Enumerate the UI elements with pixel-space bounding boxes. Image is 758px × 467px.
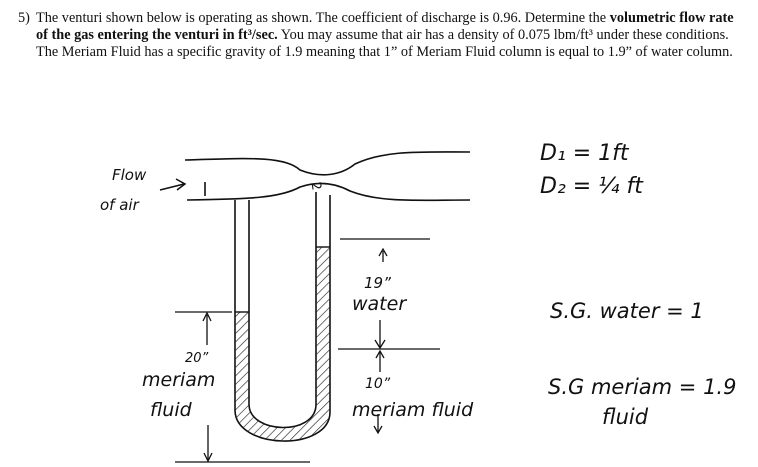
problem-number: 5) (18, 10, 30, 26)
meriam-right-label: meriam fluid (352, 399, 474, 421)
water-dim-top-head (378, 247, 388, 257)
meriam-left-label: meriam (142, 369, 215, 391)
flow-label: Flow (112, 166, 147, 184)
flow-arrowhead (175, 178, 187, 191)
meriam-right-height-label: 10” (365, 376, 391, 392)
sg-meriam-fluid-label: fluid (602, 405, 649, 429)
manometer-inner (248, 192, 317, 429)
d2-label: D₂ = ¼ ft (540, 174, 644, 199)
problem-text: The venturi shown below is operating as … (36, 10, 743, 61)
fluid-left-label: fluid (150, 399, 193, 421)
meriam-left-dim-bottom-head (203, 452, 213, 463)
problem-intro: The venturi shown below is operating as … (36, 10, 607, 26)
problem-question: volumetric flow rate of the gas entering… (36, 10, 734, 43)
water-label: water (352, 293, 407, 315)
meriam-left-dim-top-head (202, 311, 212, 322)
problem-details: You may assume that air has a density of… (36, 27, 733, 60)
sg-meriam-label: S.G meriam = 1.9 (548, 375, 736, 399)
venturi-top-wall (184, 151, 471, 176)
d1-label: D₁ = 1ft (540, 141, 630, 166)
station-2-label: 2 (307, 181, 323, 192)
flow-of-air-label: of air (100, 196, 140, 214)
water-height-label: 19” (364, 274, 391, 292)
meriam-fluid-fill (235, 247, 330, 442)
flow-arrow (159, 183, 185, 191)
meriam-right-dim-bottom-head (373, 425, 383, 435)
water-dim-bottom-head (374, 339, 386, 350)
meriam-right-dim-top-head (375, 349, 385, 359)
venturi-bottom-wall (186, 182, 471, 202)
sg-water-label: S.G. water = 1 (550, 299, 704, 323)
problem-statement: 5) The venturi shown below is operating … (18, 10, 743, 61)
meriam-left-height-label: 20” (185, 351, 209, 366)
